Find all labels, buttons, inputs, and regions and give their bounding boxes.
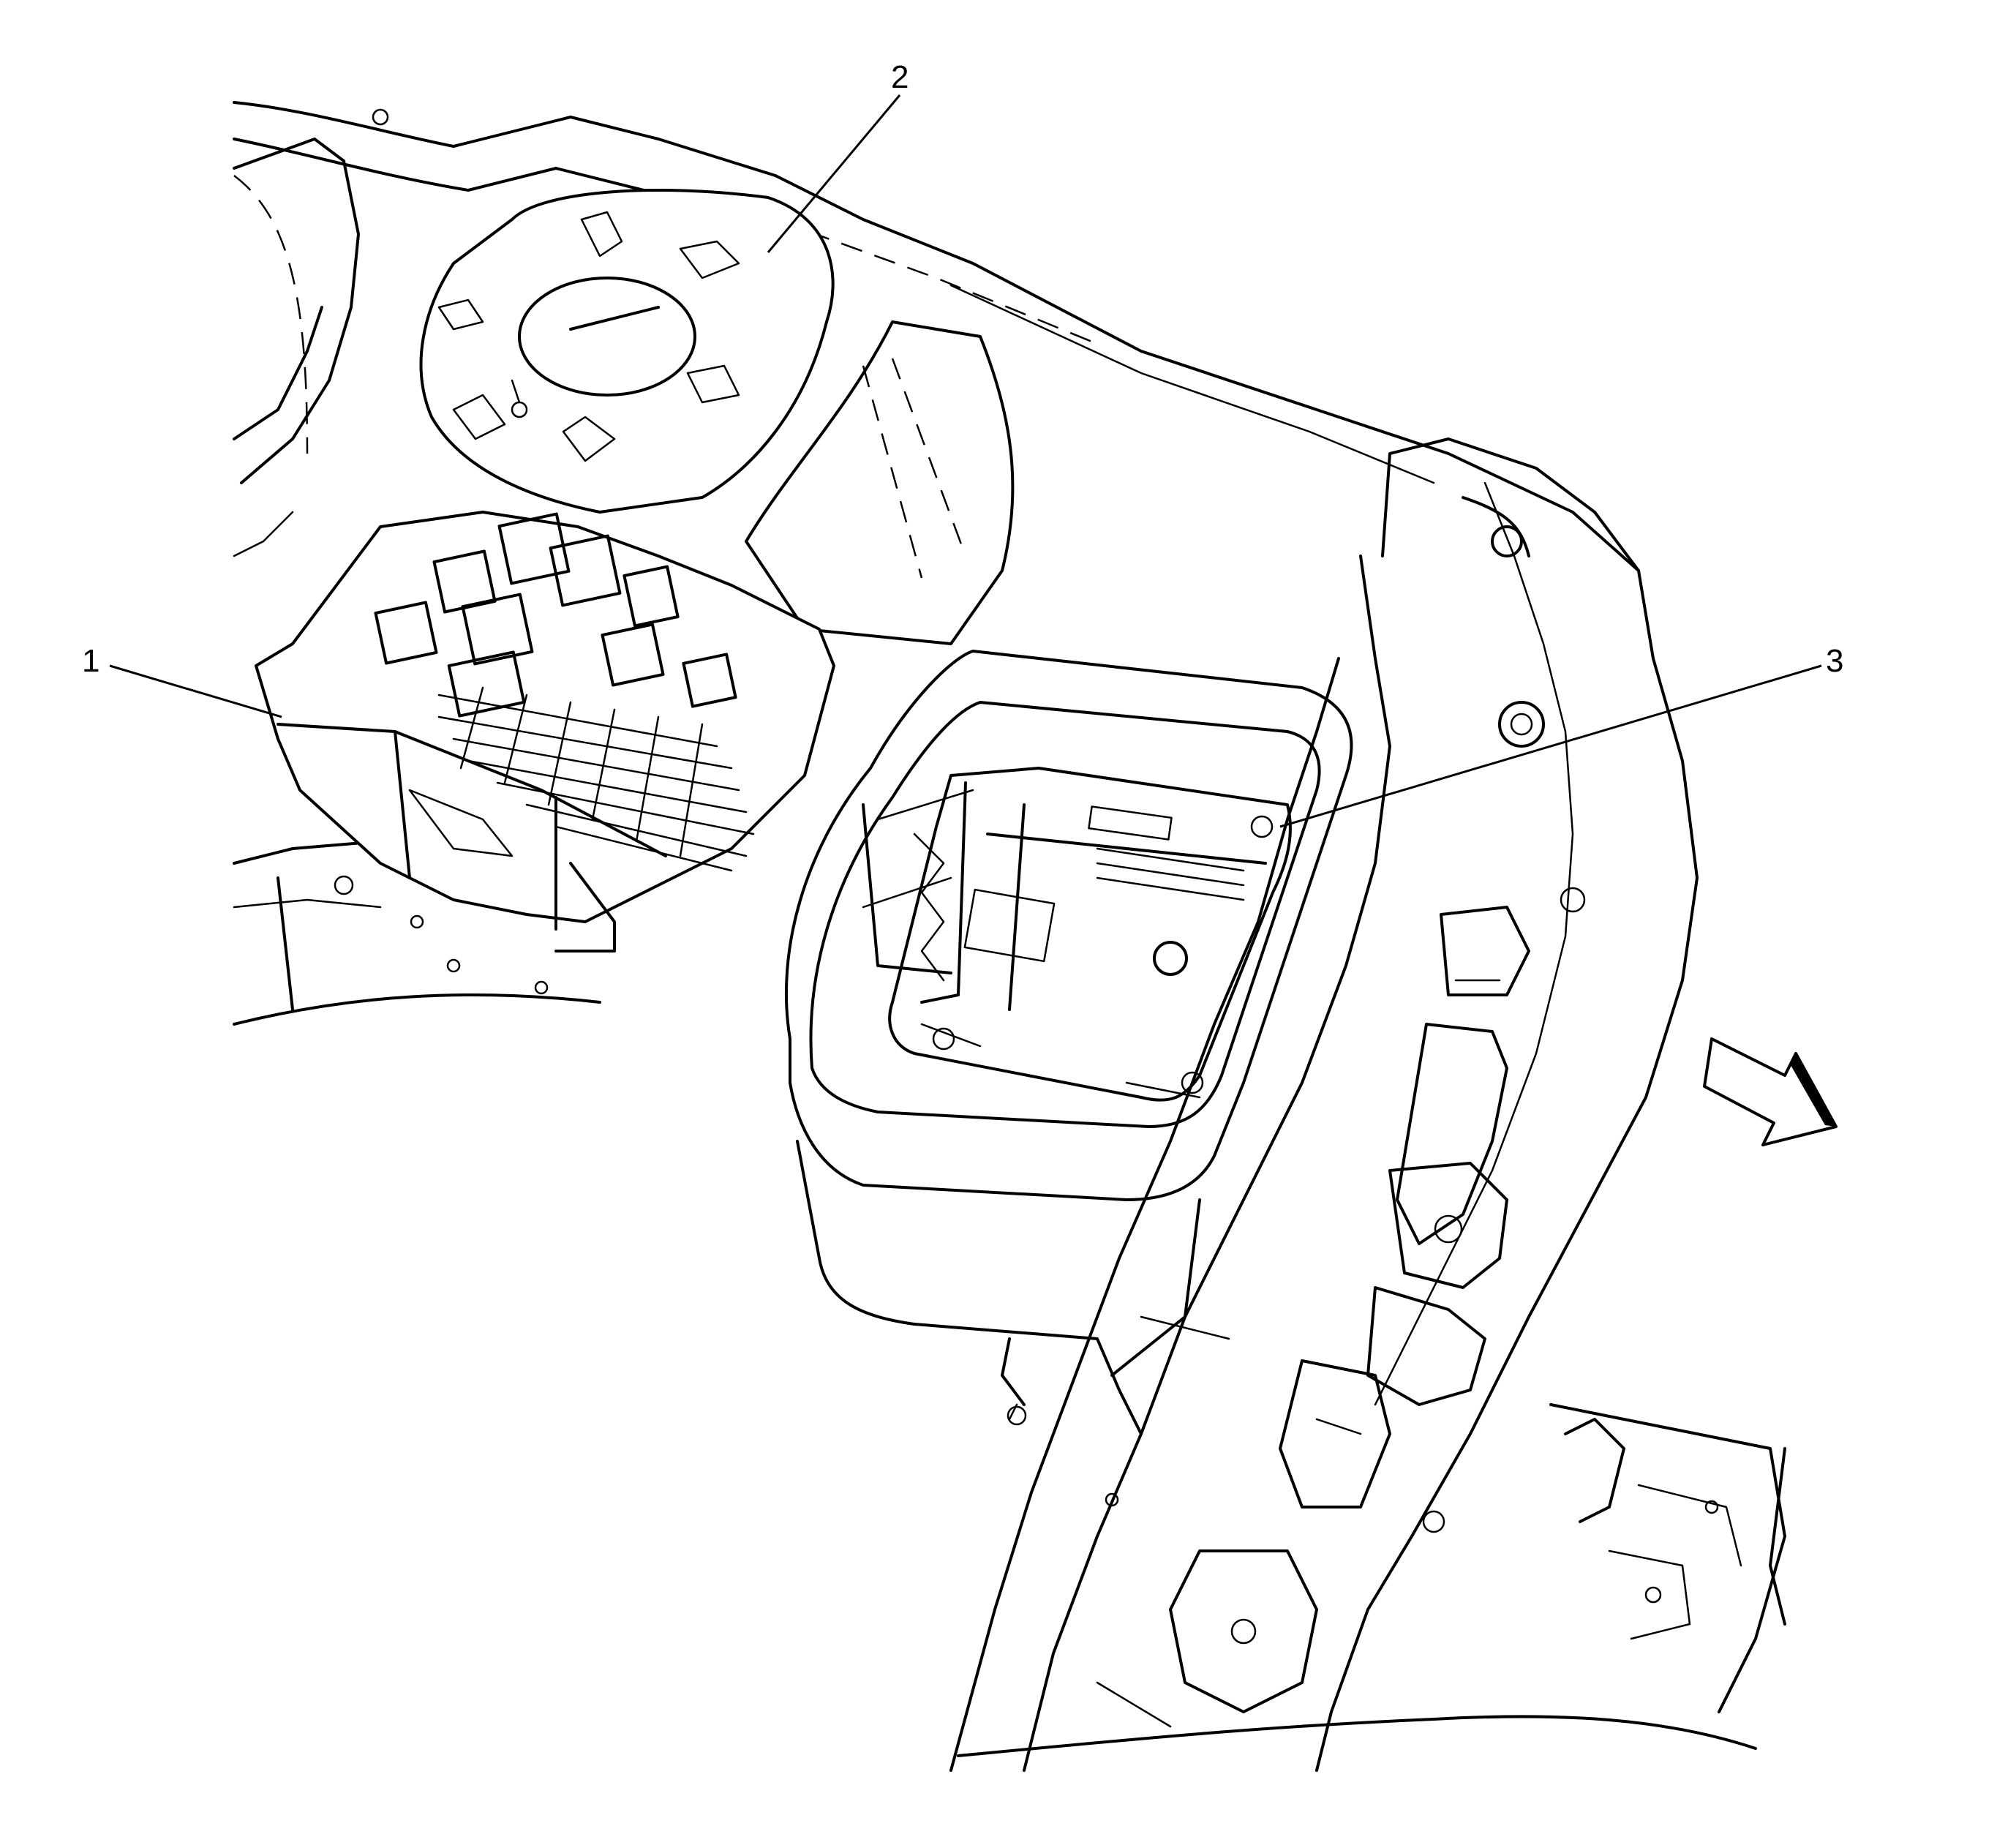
right-frame-rail — [949, 437, 1699, 1772]
callout-2: 2 — [891, 59, 909, 95]
callout-3: 3 — [1826, 643, 1843, 679]
engine-control-module — [862, 767, 1292, 1102]
forward-direction-arrow-icon — [1703, 1037, 1838, 1146]
lower-front-structure — [957, 1023, 1786, 1757]
fuse-rows — [437, 686, 755, 872]
callout-1: 1 — [82, 643, 99, 679]
leader-line-1 — [109, 664, 282, 718]
callout-labels: 1 2 3 — [82, 59, 1843, 679]
air-duct-housing — [745, 320, 1015, 645]
leader-line-3 — [1279, 664, 1822, 828]
underhood-fuse-block — [255, 511, 835, 953]
leader-lines — [109, 94, 1822, 828]
leader-line-2 — [767, 94, 901, 253]
strut-tower-plate — [419, 189, 835, 514]
